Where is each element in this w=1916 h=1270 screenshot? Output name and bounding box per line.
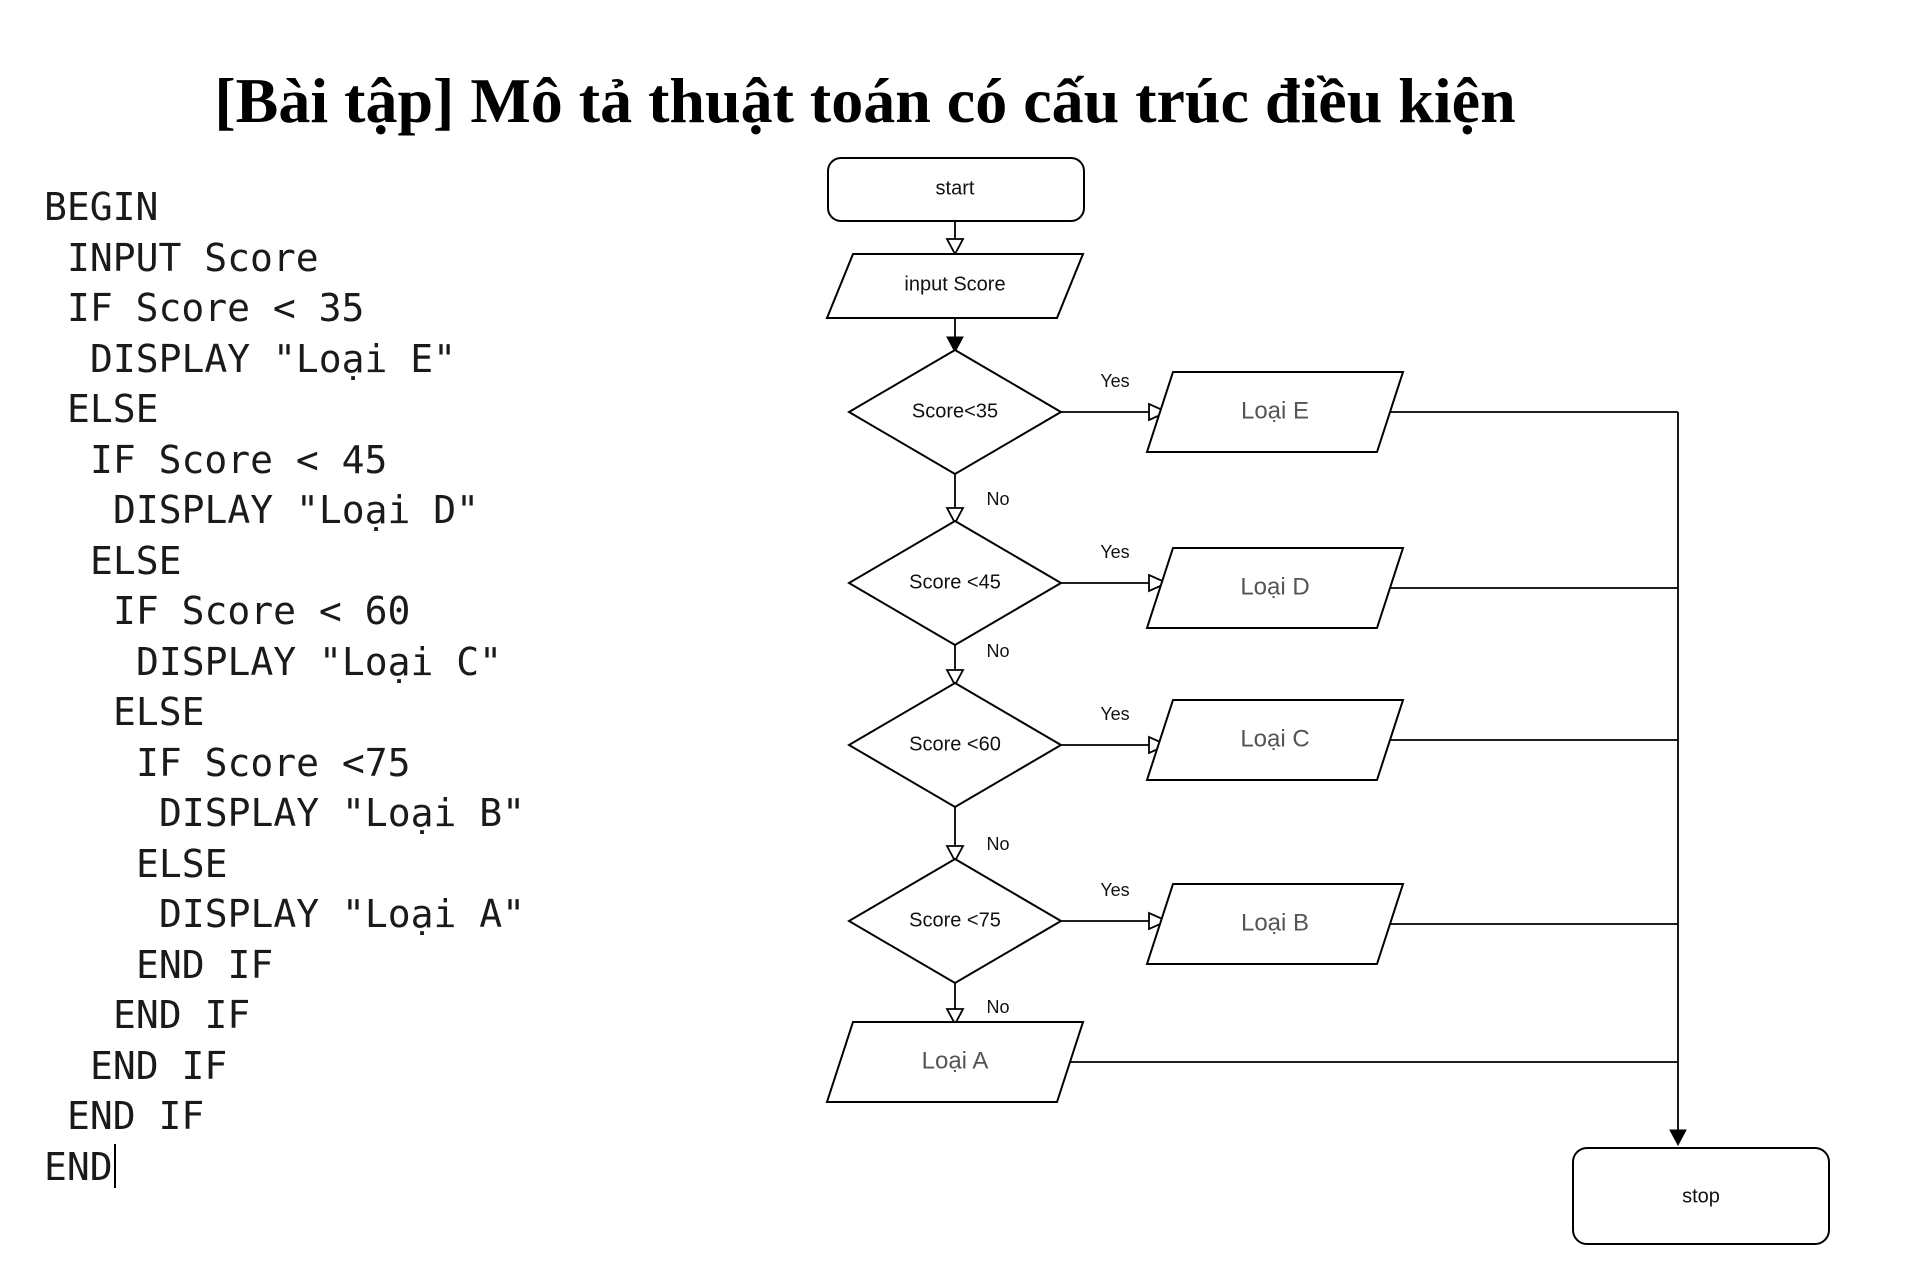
decision-condition: Score<35 xyxy=(912,400,998,422)
code-line: ELSE xyxy=(136,841,228,886)
yes-label: Yes xyxy=(1100,371,1129,391)
no-label: No xyxy=(986,489,1009,509)
stop-terminal xyxy=(1572,1147,1830,1245)
arrowhead-down xyxy=(1669,1129,1687,1147)
output-label: Loại E xyxy=(1241,397,1309,424)
stop-label: stop xyxy=(1682,1185,1720,1207)
output-parallelogram xyxy=(1145,699,1405,781)
code-line: END xyxy=(44,1142,525,1193)
yes-label: Yes xyxy=(1100,542,1129,562)
no-label: No xyxy=(986,997,1009,1017)
arrowhead-down xyxy=(945,1008,965,1026)
output-parallelogram xyxy=(1145,883,1405,965)
arrowhead-down xyxy=(946,336,964,354)
arrowhead-down xyxy=(945,669,965,687)
arrowhead-right xyxy=(1148,573,1170,593)
decision-diamond xyxy=(847,681,1063,809)
decision-condition: Score <60 xyxy=(909,733,1001,755)
code-line: IF Score < 35 xyxy=(67,286,365,330)
code-line: IF Score <75 xyxy=(136,740,411,785)
start-label: start xyxy=(936,177,975,199)
arrowhead-down xyxy=(945,845,965,863)
page-title: [Bài tập] Mô tả thuật toán có cấu trúc đ… xyxy=(214,64,1516,136)
arrowhead-down xyxy=(945,238,965,256)
code-line: END IF xyxy=(136,942,274,987)
output-parallelogram xyxy=(1145,547,1405,629)
decision-diamond xyxy=(847,348,1063,476)
input-label: input Score xyxy=(904,273,1005,295)
arrowhead-right xyxy=(1148,911,1170,931)
code-line: DISPLAY "Loại B" xyxy=(159,791,526,835)
else-output-label: Loại A xyxy=(922,1047,989,1074)
else-output-parallelogram xyxy=(825,1021,1085,1103)
code-line: END IF xyxy=(67,1094,205,1138)
arrowhead-down xyxy=(945,507,965,525)
decision-condition: Score <45 xyxy=(909,571,1001,593)
pseudocode-block: BEGIN INPUT Score IF Score < 35 DISPLAY "Lo… xyxy=(44,182,525,1192)
start-terminal xyxy=(827,157,1085,222)
decision-diamond xyxy=(847,519,1063,647)
code-line: IF Score < 60 xyxy=(113,589,411,633)
yes-label: Yes xyxy=(1100,880,1129,900)
code-line: DISPLAY "Loại D" xyxy=(113,488,480,532)
output-label: Loại D xyxy=(1240,573,1309,600)
input-parallelogram xyxy=(825,253,1085,319)
code-line: DISPLAY "Loại A" xyxy=(159,892,526,936)
code-line: DISPLAY "Loại C" xyxy=(136,639,503,684)
output-parallelogram xyxy=(1145,371,1405,453)
code-line: IF Score < 45 xyxy=(90,437,388,482)
code-line: DISPLAY "Loại E" xyxy=(90,336,457,381)
code-line: BEGIN xyxy=(44,185,159,229)
decision-condition: Score <75 xyxy=(909,909,1001,931)
code-line: END IF xyxy=(90,1043,228,1088)
no-label: No xyxy=(986,834,1009,854)
code-line: ELSE xyxy=(113,690,205,734)
code-line: INPUT Score xyxy=(67,235,319,280)
text-cursor xyxy=(113,1143,116,1188)
code-line: ELSE xyxy=(90,538,182,583)
no-label: No xyxy=(986,641,1009,661)
code-line: END IF xyxy=(113,993,251,1037)
code-line: ELSE xyxy=(67,387,159,431)
decision-diamond xyxy=(847,857,1063,985)
yes-label: Yes xyxy=(1100,704,1129,724)
output-label: Loại B xyxy=(1241,909,1309,936)
output-label: Loại C xyxy=(1240,725,1309,752)
